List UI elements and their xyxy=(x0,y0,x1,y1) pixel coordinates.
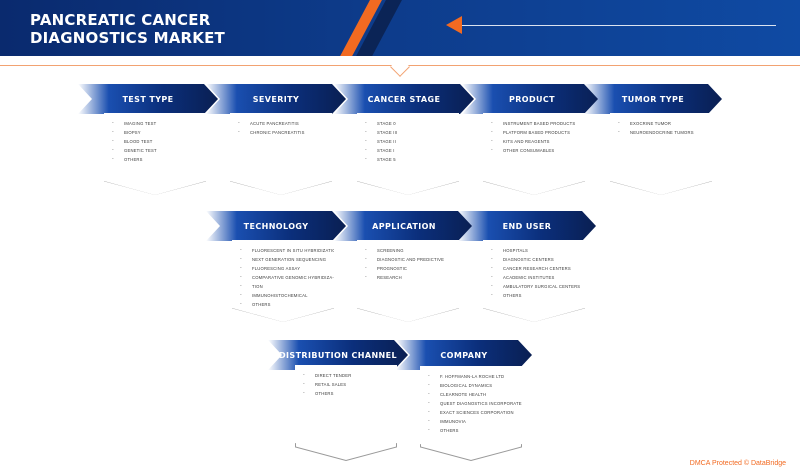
list-item: EXOCRINE TUMOR xyxy=(616,119,706,128)
segment-label: CANCER STAGE xyxy=(367,94,441,104)
list-item: PROGNOSTIC xyxy=(363,264,453,273)
list-item: BLOOD TEST xyxy=(110,137,200,146)
list-item: RETAIL SALES xyxy=(301,380,391,389)
list-item: INSTRUMENT BASED PRODUCTS xyxy=(489,119,579,128)
segment-label: TECHNOLOGY xyxy=(243,221,309,231)
segment-header-end-user: END USER xyxy=(458,211,596,241)
list-item: ACADEMIC INSTITUTES xyxy=(489,273,579,282)
list-item: DIAGNOSTIC AND PREDICTIVE xyxy=(363,255,453,264)
list-item: OTHER CONSUMABLES xyxy=(489,146,579,155)
segment-header-company: COMPANY xyxy=(396,340,532,370)
list-item: F. HOFFMANN-LA ROCHE LTD xyxy=(426,372,516,381)
segment-card-tumor-type: EXOCRINE TUMOR NEUROENDOCRINE TUMORS xyxy=(610,113,712,195)
list-item: EXACT SCIENCES CORPORATION xyxy=(426,408,516,417)
list-item: KITS AND REAGENTS xyxy=(489,137,579,146)
list-item: STAGE 0 xyxy=(363,119,453,128)
list-item: DIAGNOSTIC CENTERS xyxy=(489,255,579,264)
header-line-decoration xyxy=(460,25,776,26)
segment-header-test-type: TEST TYPE xyxy=(78,84,218,114)
segment-card-cancer-stage: STAGE 0 STAGE III STAGE II STAGE I STAGE… xyxy=(357,113,459,195)
list-item: BIOLOGICAL DYNAMICS xyxy=(426,381,516,390)
page-title: PANCREATIC CANCER DIAGNOSTICS MARKET xyxy=(30,11,225,47)
list-item: BIOPSY xyxy=(110,128,200,137)
segment-card-severity: ACUTE PANCREATITIS CHRONIC PANCREATITIS xyxy=(230,113,332,195)
segment-label: TEST TYPE xyxy=(122,94,174,104)
list-item: NEXT GENERATION SEQUENCING xyxy=(238,255,328,264)
segment-card-end-user: HOSPITALS DIAGNOSTIC CENTERS CANCER RESE… xyxy=(483,240,585,322)
list-item: OTHERS xyxy=(301,389,391,398)
list-item: FLUORESCING ASSAY xyxy=(238,264,328,273)
list-item: AMBULATORY SURGICAL CENTERS xyxy=(489,282,579,291)
list-item: OTHERS xyxy=(489,291,579,300)
list-item: SCREENING xyxy=(363,246,453,255)
list-item: STAGE II xyxy=(363,137,453,146)
list-item: OTHERS xyxy=(426,426,516,435)
segment-header-technology: TECHNOLOGY xyxy=(206,211,346,241)
segment-header-severity: SEVERITY xyxy=(206,84,346,114)
list-item: ACUTE PANCREATITIS xyxy=(236,119,326,128)
segment-card-application: SCREENING DIAGNOSTIC AND PREDICTIVE PROG… xyxy=(357,240,459,322)
segment-header-application: APPLICATION xyxy=(334,211,474,241)
list-item: STAGE III xyxy=(363,128,453,137)
list-item: OTHERS xyxy=(110,155,200,164)
header-banner: PANCREATIC CANCER DIAGNOSTICS MARKET xyxy=(0,0,800,56)
segment-card-technology: FLUORESCENT IN SITU HYBRIDIZATION NEXT G… xyxy=(232,240,334,322)
list-item: IMMUNOHISTOCHEMICAL xyxy=(238,291,328,300)
list-item: OTHERS xyxy=(238,300,328,309)
segment-label: PRODUCT xyxy=(508,94,556,104)
segment-card-product: INSTRUMENT BASED PRODUCTS PLATFORM BASED… xyxy=(483,113,585,195)
chevron-down-icon xyxy=(390,57,410,77)
list-item: QUEST DIAGNOSTICS INCORPORATED xyxy=(426,399,516,408)
list-item: STAGE 5 xyxy=(363,155,453,164)
segment-card-distribution-channel: DIRECT TENDER RETAIL SALES OTHERS xyxy=(295,365,397,457)
segment-label: END USER xyxy=(502,221,552,231)
list-item: NEUROENDOCRINE TUMORS xyxy=(616,128,706,137)
segment-header-tumor-type: TUMOR TYPE xyxy=(584,84,722,114)
list-item: STAGE I xyxy=(363,146,453,155)
list-item: CANCER RESEARCH CENTERS xyxy=(489,264,579,273)
segment-card-test-type: IMAGING TEST BIOPSY BLOOD TEST GENETIC T… xyxy=(104,113,206,195)
list-item: HOSPITALS xyxy=(489,246,579,255)
segment-label: DISTRIBUTION CHANNEL xyxy=(279,350,397,360)
segment-label: APPLICATION xyxy=(372,221,436,231)
segment-label: TUMOR TYPE xyxy=(621,94,685,104)
list-item: IMMUNOVIA xyxy=(426,417,516,426)
list-item: CHRONIC PANCREATITIS xyxy=(236,128,326,137)
segment-card-company: F. HOFFMANN-LA ROCHE LTD BIOLOGICAL DYNA… xyxy=(420,366,522,458)
segment-label: SEVERITY xyxy=(252,94,300,104)
list-item: CLEARNOTE HEALTH xyxy=(426,390,516,399)
list-item: COMPARATIVE GENOMIC HYBRIDIZA- xyxy=(238,273,328,282)
list-item: PLATFORM BASED PRODUCTS xyxy=(489,128,579,137)
list-item: RESEARCH xyxy=(363,273,453,282)
list-item: IMAGING TEST xyxy=(110,119,200,128)
list-item: DIRECT TENDER xyxy=(301,371,391,380)
list-item: FLUORESCENT IN SITU HYBRIDIZATION xyxy=(238,246,328,255)
dmca-footer-link[interactable]: DMCA Protected © DataBridge xyxy=(689,460,786,467)
list-item: TION xyxy=(238,282,328,291)
segment-label: COMPANY xyxy=(440,350,488,360)
segment-header-product: PRODUCT xyxy=(462,84,602,114)
segment-header-cancer-stage: CANCER STAGE xyxy=(334,84,474,114)
arrow-left-icon xyxy=(446,16,462,34)
list-item: GENETIC TEST xyxy=(110,146,200,155)
